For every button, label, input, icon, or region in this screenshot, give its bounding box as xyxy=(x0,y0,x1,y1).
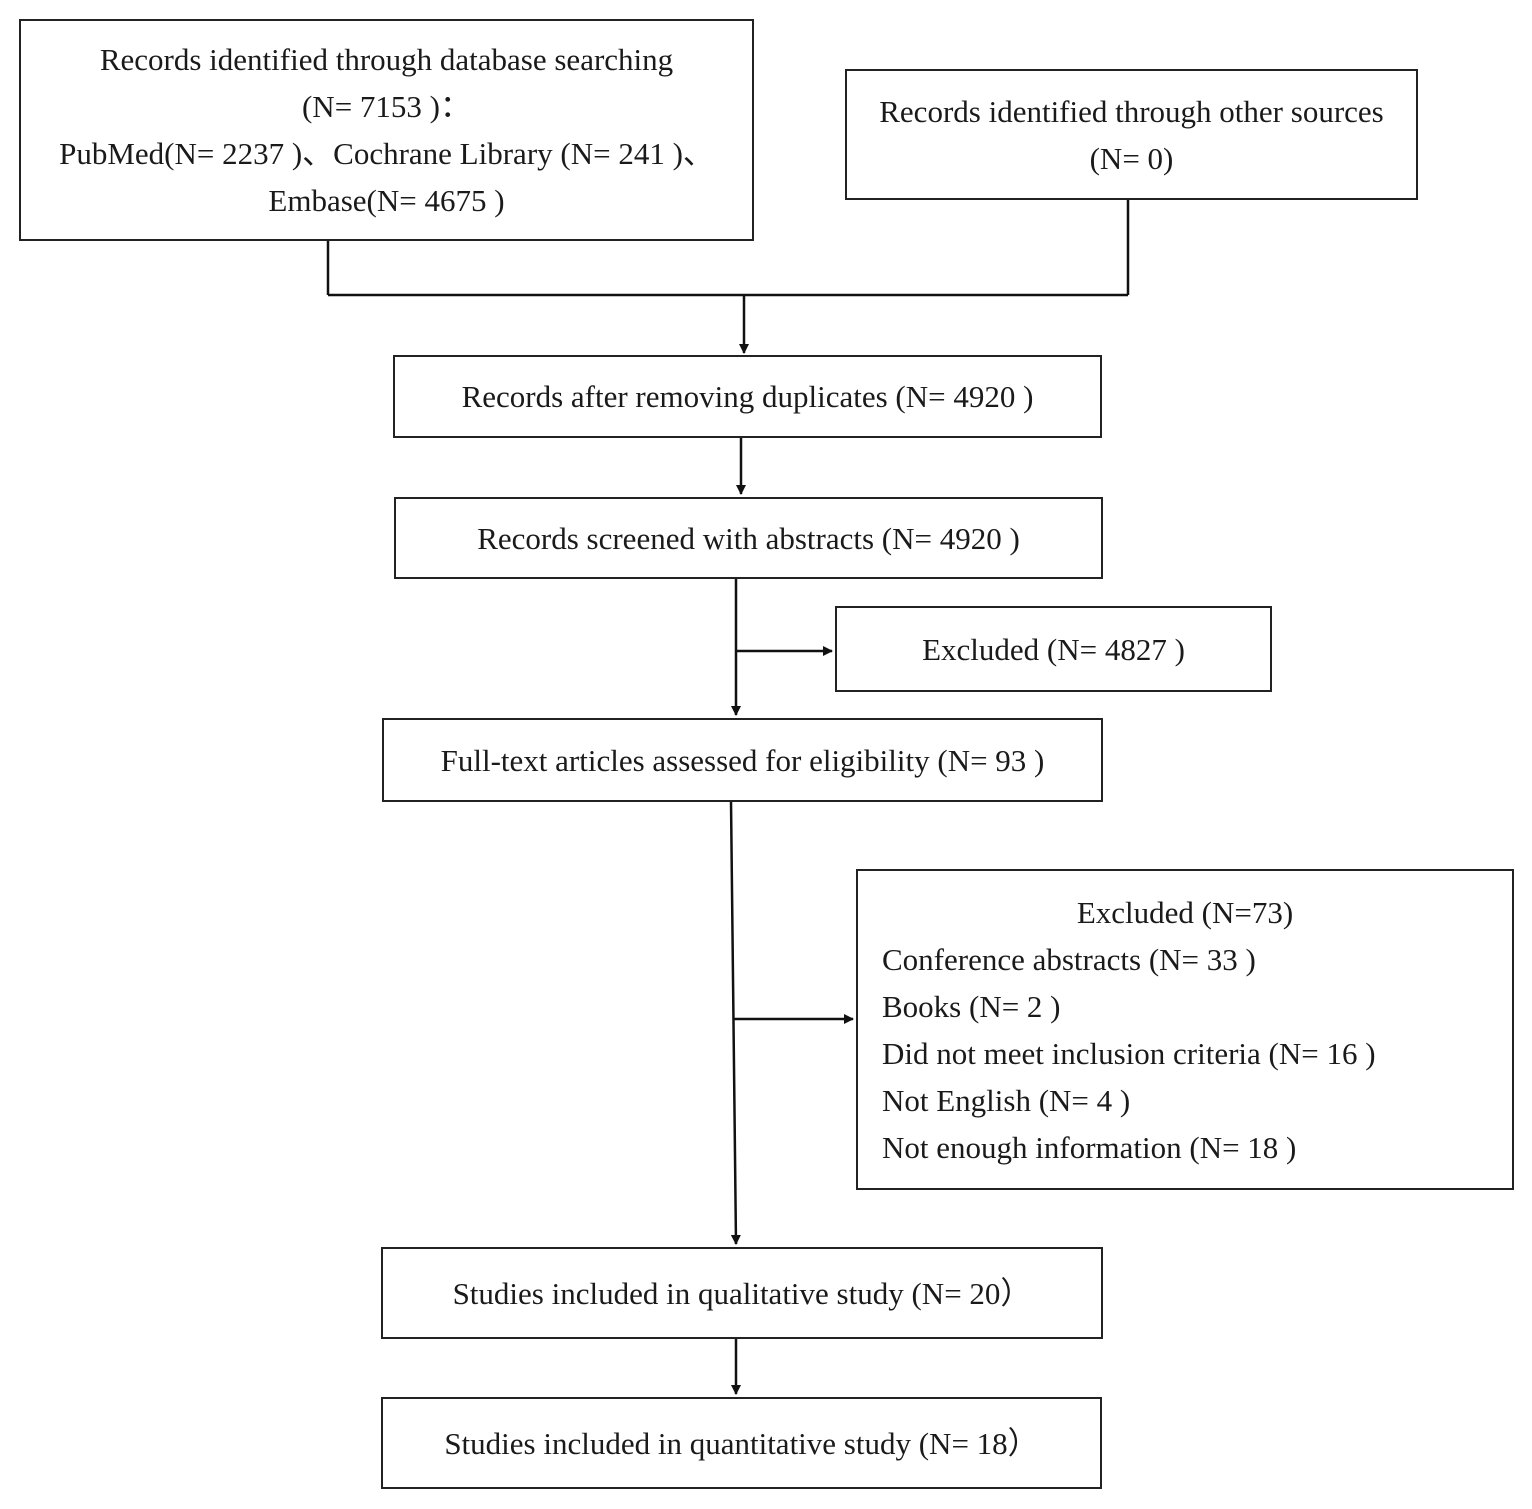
quantitative-label: Studies included in quantitative study (… xyxy=(444,1425,1039,1461)
database-search-box: Records identified through database sear… xyxy=(19,19,754,241)
screened-box: Records screened with abstracts (N= 4920… xyxy=(394,497,1103,579)
excluded-full-text-box: Excluded (N=73) Conference abstracts (N=… xyxy=(856,869,1514,1190)
excluded-abstracts-label: Excluded (N= 4827 ) xyxy=(922,631,1185,667)
database-search-title: Records identified through database sear… xyxy=(99,42,674,77)
screened-label: Records screened with abstracts (N= 4920… xyxy=(477,520,1020,556)
excluded-abstracts-box: Excluded (N= 4827 ) xyxy=(835,606,1272,692)
other-sources-title: Records identified through other sources xyxy=(879,93,1384,129)
database-search-embase: Embase(N= 4675 ) xyxy=(268,183,505,218)
qualitative-label: Studies included in qualitative study (N… xyxy=(452,1275,1032,1311)
qualitative-box: Studies included in qualitative study (N… xyxy=(381,1247,1103,1339)
database-search-sources: PubMed(N= 2237 )、Cochrane Library (N= 24… xyxy=(59,136,714,171)
exclusion-reason-language: Not English (N= 4 ) xyxy=(882,1082,1131,1118)
exclusion-reason-conference: Conference abstracts (N= 33 ) xyxy=(882,941,1256,977)
exclusion-reason-criteria: Did not meet inclusion criteria (N= 16 ) xyxy=(882,1035,1376,1071)
database-search-total: (N= 7153 )： xyxy=(301,89,472,124)
after-duplicates-box: Records after removing duplicates (N= 49… xyxy=(393,355,1102,438)
other-sources-total: (N= 0) xyxy=(1089,140,1174,176)
full-text-label: Full-text articles assessed for eligibil… xyxy=(440,742,1045,778)
exclusion-reason-information: Not enough information (N= 18 ) xyxy=(882,1129,1297,1165)
after-duplicates-label: Records after removing duplicates (N= 49… xyxy=(461,379,1034,414)
arrow-to-qualitative xyxy=(729,800,741,1245)
quantitative-box: Studies included in quantitative study (… xyxy=(381,1397,1102,1489)
excluded-full-text-heading: Excluded (N=73) xyxy=(1076,894,1294,930)
full-text-box: Full-text articles assessed for eligibil… xyxy=(382,718,1103,802)
exclusion-reason-books: Books (N= 2 ) xyxy=(882,988,1061,1024)
other-sources-box: Records identified through other sources… xyxy=(845,69,1418,200)
